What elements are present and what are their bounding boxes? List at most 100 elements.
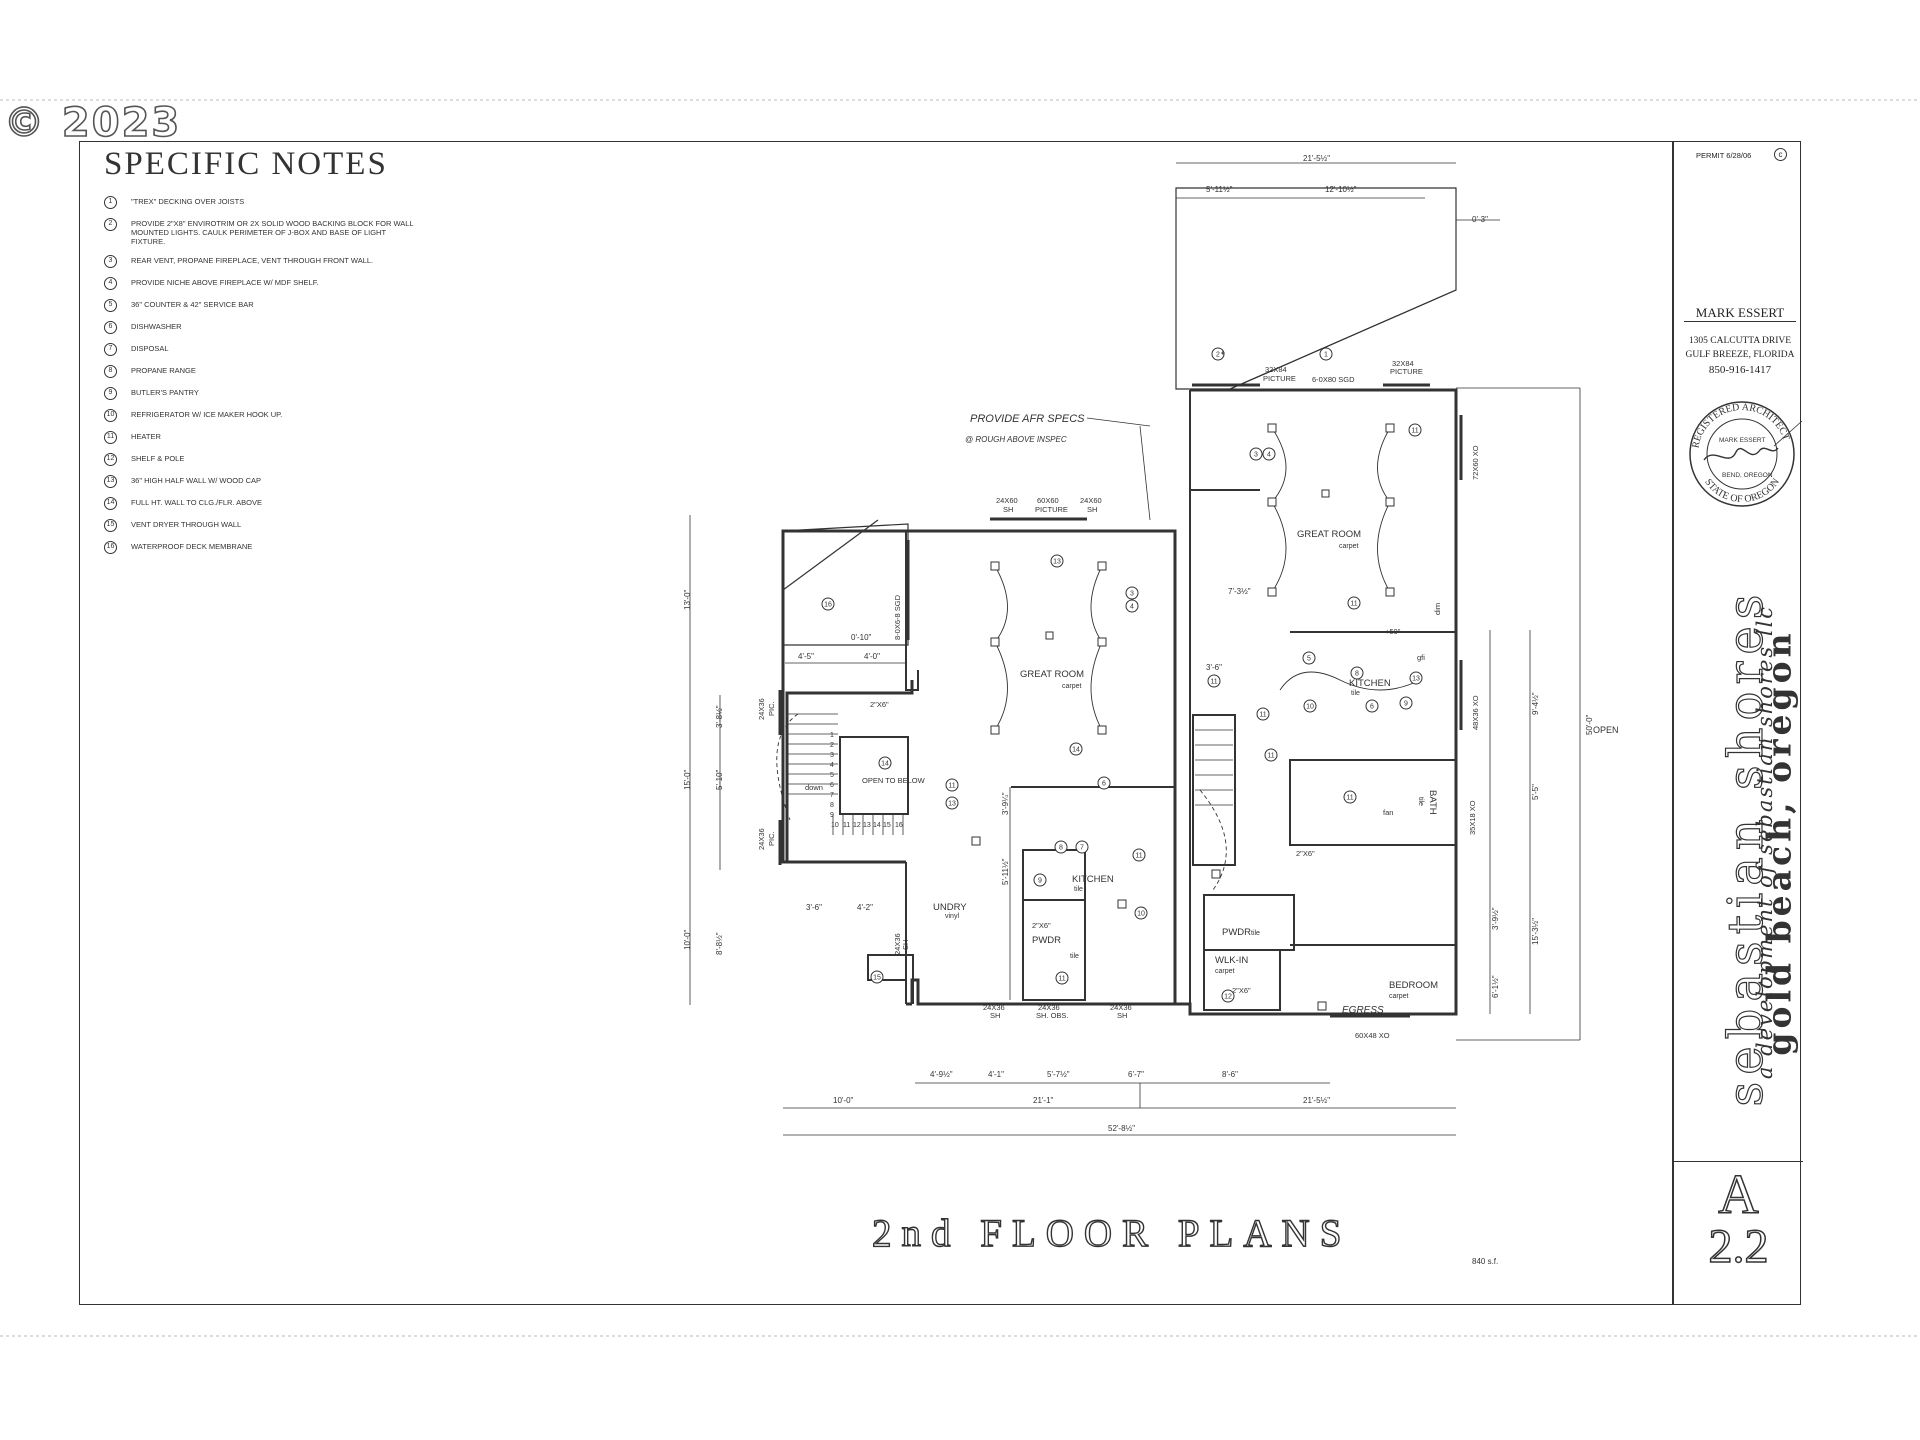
win-label: 8-0X6-8 SGD [893, 594, 902, 640]
left-unit-wall-a [781, 529, 1177, 1006]
win-label: 24X36 [983, 1003, 1005, 1012]
svg-text:carpet: carpet [1062, 683, 1082, 690]
note-text: 36" HIGH HALF WALL W/ WOOD CAP [131, 476, 262, 485]
dim-deck-4-5: 4'-5" [798, 652, 814, 661]
dim-deck-4-0: 4'-0" [864, 652, 880, 661]
sheet-number: 2.2 [1708, 1220, 1770, 1273]
dim-right-50: 50'-0" [1585, 714, 1594, 735]
title-block: PERMIT 6/28/06 c MARK ESSERT 1305 CALCUT… [1672, 141, 1803, 1305]
dim-bottom-21-1: 21'-1" [1033, 1096, 1054, 1105]
note-text: WATERPROOF DECK MEMBRANE [131, 542, 253, 551]
svg-text:tile: tile [1074, 886, 1083, 893]
note-number: 4 [104, 277, 117, 290]
svg-text:tile: tile [1351, 690, 1360, 697]
deck-left-diagonal [782, 519, 879, 591]
callout-number: 13 [948, 801, 956, 808]
dim-laundry-3-6: 3'-6" [806, 903, 822, 912]
callout-number: 3 [1130, 591, 1134, 598]
callout-number: 7 [1080, 845, 1084, 852]
door-label: 2"X6" [1032, 921, 1051, 930]
open-to-below-box [839, 736, 909, 815]
svg-text:8: 8 [830, 802, 834, 809]
note-number: 12 [104, 453, 117, 466]
win-label: 24X36 [1110, 1003, 1132, 1012]
handwritten-note: PROVIDE AFR SPECS @ ROUGH ABOVE INSPEC [965, 413, 1151, 521]
room-labels: GREAT ROOM carpet GREAT ROOM carpet KITC… [862, 529, 1619, 1016]
dim-bottom-6-7: 6'-7" [1128, 1070, 1144, 1079]
win-label: 72X60 XO [1471, 445, 1480, 480]
win-label: 24X36 [757, 698, 766, 720]
svg-text:tile: tile [1251, 930, 1260, 937]
win-label: 35X18 XO [1468, 800, 1477, 835]
note-number: 16 [104, 541, 117, 554]
note-number: 2 [104, 218, 117, 231]
win-label: 32X84 [1265, 365, 1287, 374]
note-text: DISPOSAL [131, 344, 169, 353]
callout-number: 13 [1053, 559, 1061, 566]
dim-bottom-10: 10'-0" [833, 1096, 854, 1105]
laundry-wall [867, 954, 914, 1004]
dim-label: dim [1433, 603, 1442, 615]
win-label: SH [1117, 1011, 1127, 1020]
deck-left-outline [782, 523, 909, 646]
dim-left-13: 13'-0" [683, 589, 692, 610]
room-walk-in: WLK-IN [1215, 955, 1248, 966]
window-labels: 24X60 SH 60X60 PICTURE 24X60 SH 8-0X6-8 … [757, 359, 1480, 1040]
dim-bottom-total: 52'-8½" [1108, 1124, 1135, 1133]
callout-number: 11 [1350, 601, 1357, 608]
fan-label: fan [1383, 808, 1393, 817]
win-label: 24X36 [893, 933, 902, 955]
dim-top-offset: 0'-3" [1472, 215, 1488, 224]
note-number: 15 [104, 519, 117, 532]
callout-number: 2 [1216, 352, 1220, 359]
win-label: SH. OBS. [1036, 1011, 1069, 1020]
stair-down-label: down [805, 783, 823, 792]
callout-number: 8 [1059, 845, 1063, 852]
architect-phone: 850-916-1417 [1708, 364, 1772, 376]
outlet-height-label: +50" [1385, 627, 1401, 636]
developer-name: a development of sebastian shores llc [1753, 604, 1777, 1080]
callout-number: 11 [948, 783, 955, 790]
open-to-below-label: OPEN TO BELOW [862, 776, 926, 785]
note-item: 1"TREX" DECKING OVER JOISTS [104, 196, 414, 209]
win-label: 24X36 [1038, 1003, 1060, 1012]
win-label: 60X48 XO [1355, 1031, 1390, 1040]
note-text: VENT DRYER THROUGH WALL [131, 520, 242, 529]
callout-number: 4 [1267, 452, 1271, 459]
copyright-watermark: © 2023 [3, 99, 182, 147]
room-pwdr-right: PWDR [1222, 927, 1251, 938]
interior-walls [839, 631, 1457, 1011]
note-number: 8 [104, 365, 117, 378]
svg-text:14: 14 [873, 822, 881, 829]
callout-number: 15 [873, 975, 881, 982]
dim-right-3-6: 3'-6" [1206, 663, 1222, 672]
note-text: PROPANE RANGE [131, 366, 196, 375]
note-number: 6 [104, 321, 117, 334]
gfi-label: gfi [1417, 653, 1425, 662]
win-label: PICTURE [1263, 374, 1296, 383]
win-label: PIC. [767, 701, 776, 716]
room-kitchen-left: KITCHEN [1072, 874, 1114, 885]
note-text: BUTLER'S PANTRY [131, 388, 199, 397]
svg-text:5: 5 [830, 772, 834, 779]
svg-text:@ ROUGH ABOVE INSPEC: @ ROUGH ABOVE INSPEC [965, 435, 1067, 444]
door-label: 2"X6" [870, 700, 889, 709]
note-number: 7 [104, 343, 117, 356]
dim-left-8-8: 8'-8½" [715, 932, 724, 955]
seal-city: BEND, OREGON [1722, 472, 1773, 479]
svg-text:1: 1 [830, 732, 834, 739]
note-text: REAR VENT, PROPANE FIREPLACE, VENT THROU… [131, 256, 374, 265]
note-item: 16 WATERPROOF DECK MEMBRANE [104, 541, 414, 554]
note-number: 3 [104, 255, 117, 268]
svg-text:4: 4 [830, 762, 834, 769]
sheet-letter: A [1718, 1164, 1760, 1226]
callout-number: 14 [881, 761, 889, 768]
egress-label: EGRESS [1342, 1005, 1384, 1016]
pwdr-right-room [1203, 894, 1295, 951]
svg-text:11: 11 [843, 822, 850, 829]
room-undry: UNDRY [933, 902, 967, 913]
